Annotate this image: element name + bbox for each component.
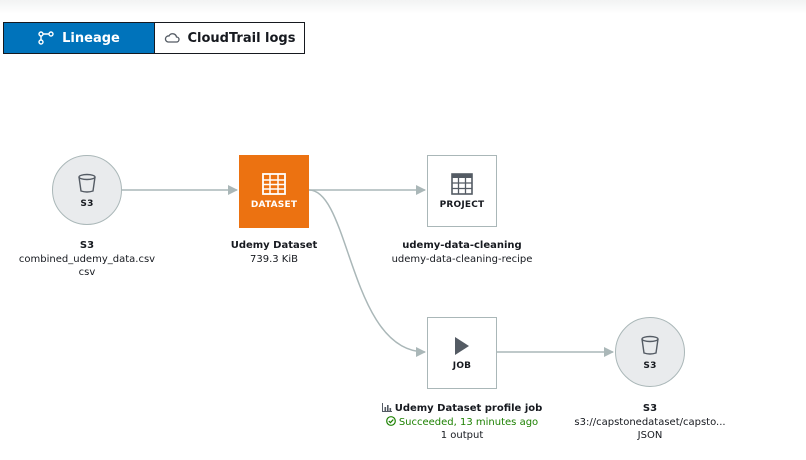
output-s3-format: JSON <box>637 430 663 441</box>
edge-dataset-to-job <box>308 189 426 357</box>
tab-cloudtrail-logs-label: CloudTrail logs <box>187 30 296 46</box>
job-node[interactable]: JOB <box>427 317 497 389</box>
job-outputs: 1 output <box>440 430 484 441</box>
job-title: Udemy Dataset profile job <box>372 402 552 416</box>
output-s3-title: S3 <box>642 403 658 414</box>
bucket-icon <box>641 335 659 355</box>
source-s3-node[interactable]: S3 <box>52 155 122 225</box>
source-s3-title: S3 <box>79 240 95 251</box>
top-bar <box>0 0 806 14</box>
job-status: Succeeded, 13 minutes ago <box>372 415 552 430</box>
profile-chart-icon <box>381 403 392 412</box>
play-icon <box>455 336 469 355</box>
dataset-label: Udemy Dataset 739.3 KiB <box>194 239 354 266</box>
output-s3-type: S3 <box>643 360 657 371</box>
lineage-icon <box>38 31 54 45</box>
source-s3-format: csv <box>78 267 96 278</box>
table-icon <box>262 173 286 195</box>
job-type: JOB <box>452 360 472 371</box>
project-node[interactable]: PROJECT <box>427 155 497 227</box>
source-s3-path: combined_udemy_data.csv <box>18 253 156 265</box>
source-s3-type: S3 <box>80 198 94 209</box>
dataset-size: 739.3 KiB <box>249 253 298 265</box>
tab-cloudtrail-logs[interactable]: CloudTrail logs <box>155 22 305 54</box>
source-s3-label: S3 combined_udemy_data.csv csv <box>0 239 174 280</box>
job-status-text: Succeeded, 13 minutes ago <box>398 416 539 428</box>
tab-lineage[interactable]: Lineage <box>3 22 155 54</box>
view-toggle: Lineage CloudTrail logs <box>3 22 305 54</box>
output-s3-path: s3://capstonedataset/capsto... <box>574 416 726 428</box>
success-check-icon <box>385 415 396 426</box>
output-s3-label: S3 s3://capstonedataset/capsto... JSON <box>560 402 740 443</box>
job-label: Udemy Dataset profile job Succeeded, 13 … <box>372 402 552 443</box>
project-recipe: udemy-data-cleaning-recipe <box>391 253 533 265</box>
bucket-icon <box>78 173 96 193</box>
project-label: udemy-data-cleaning udemy-data-cleaning-… <box>382 239 542 266</box>
project-title: udemy-data-cleaning <box>402 240 522 251</box>
dataset-type: DATASET <box>250 200 298 210</box>
grid-icon <box>451 172 473 195</box>
cloud-icon <box>164 33 180 43</box>
output-s3-node[interactable]: S3 <box>615 317 685 387</box>
tab-lineage-label: Lineage <box>62 30 120 46</box>
project-type: PROJECT <box>439 199 485 210</box>
job-title-text: Udemy Dataset profile job <box>394 403 543 414</box>
dataset-node[interactable]: DATASET <box>239 155 309 228</box>
dataset-title: Udemy Dataset <box>230 240 318 251</box>
